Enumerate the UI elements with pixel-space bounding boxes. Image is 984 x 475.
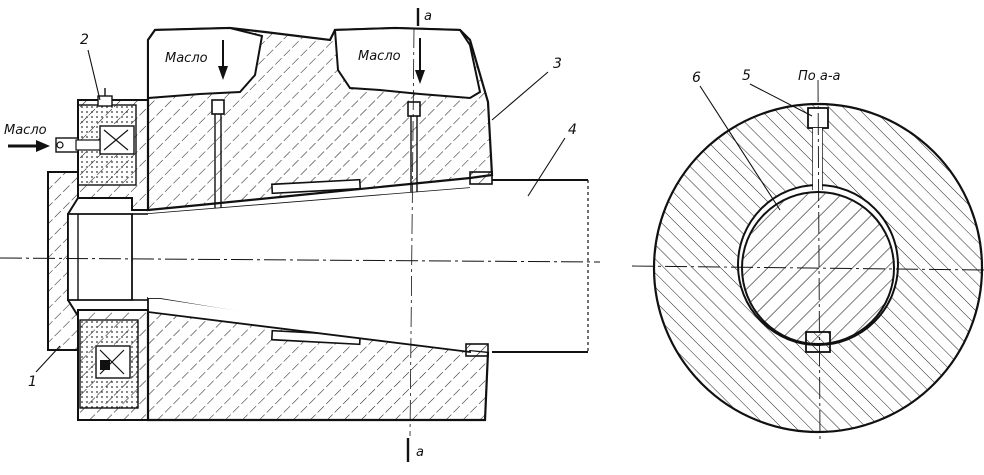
callout-1: 1 [28, 374, 37, 390]
oil-label-side: Масло [4, 123, 47, 138]
spindle-shaft [148, 171, 589, 357]
oil-label-top-right: Масло [358, 49, 401, 64]
leader-2 [87, 49, 101, 101]
valve-lower [95, 345, 131, 379]
centerline-cross-h [631, 265, 984, 271]
oil-label-top-left: Масло [165, 51, 208, 66]
callout-3: 3 [553, 56, 562, 72]
oil-arrow-left [218, 40, 228, 80]
section-axis [409, 27, 415, 437]
leader-1 [35, 345, 61, 373]
left-flange [47, 88, 149, 421]
leader-6 [699, 85, 781, 211]
collar-upper [469, 171, 493, 185]
oil-pocket-right [333, 26, 482, 100]
section-ref-label: По а-а [798, 69, 841, 84]
collar-lower [465, 343, 489, 357]
cross-section-key [805, 331, 831, 353]
leader-3 [491, 71, 549, 121]
leader-5 [749, 83, 813, 117]
oil-arrow-right [415, 38, 425, 84]
section-label-bottom: a [416, 445, 424, 460]
callout-2: 2 [80, 32, 89, 48]
oil-arrow-side [8, 140, 50, 152]
callout-4: 4 [568, 122, 577, 138]
oil-pocket-left [147, 26, 264, 100]
oil-inlet-fitting [55, 137, 101, 153]
centerline-main [0, 257, 601, 263]
valve-upper [97, 88, 135, 155]
leader-4 [527, 137, 566, 197]
key-slot-upper [271, 178, 362, 195]
callout-5: 5 [742, 68, 751, 84]
centerline-cross-v [817, 79, 821, 441]
callout-6: 6 [692, 70, 701, 86]
cross-section-view [631, 79, 984, 441]
section-label-top: a [424, 9, 432, 24]
